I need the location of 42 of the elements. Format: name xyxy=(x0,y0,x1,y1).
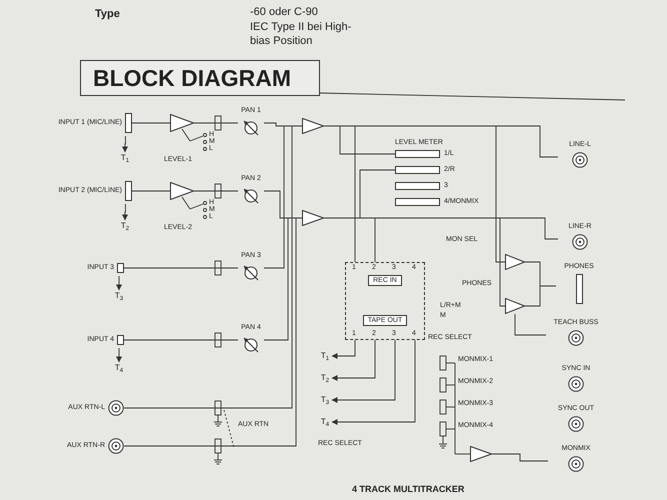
signal-arrow xyxy=(122,204,128,220)
level-meter-bar xyxy=(395,166,440,174)
signal-arrow xyxy=(332,340,376,381)
track-label: T$_{1}$ xyxy=(118,152,132,164)
signal-arrow xyxy=(332,340,416,425)
diagram-title: BLOCK DIAGRAM xyxy=(93,66,292,90)
track-label: T$_{3}$ xyxy=(318,394,332,406)
amplifier-symbol xyxy=(302,118,324,134)
track-label: T$_{2}$ xyxy=(318,372,332,384)
wire xyxy=(194,122,238,124)
amplifier-symbol xyxy=(505,254,525,270)
amplifier-symbol xyxy=(470,446,492,462)
wire xyxy=(132,190,170,192)
amplifier-symbol xyxy=(302,210,324,226)
level-meter-bar xyxy=(395,198,440,206)
level-meter-bar xyxy=(395,182,440,190)
signal-arrow xyxy=(116,348,122,362)
spec-text: -60 oder C-90 xyxy=(250,5,318,20)
diagram-caption: 4 TRACK MULTITRACKER xyxy=(352,483,464,496)
amplifier-symbol xyxy=(505,298,525,314)
signal-arrow xyxy=(332,340,356,359)
signal-arrow xyxy=(116,276,122,290)
track-label: T$_{2}$ xyxy=(118,220,132,232)
track-label: T$_{3}$ xyxy=(112,290,126,302)
wire xyxy=(194,190,238,192)
tape-circuit-block xyxy=(345,262,425,340)
wire xyxy=(492,454,548,462)
track-label: T$_{4}$ xyxy=(112,362,126,374)
level-meter-bar xyxy=(395,150,440,158)
wire xyxy=(132,122,170,124)
amplifier-symbol xyxy=(170,182,194,200)
wire xyxy=(324,218,506,306)
signal-arrow xyxy=(122,136,128,152)
spec-label: Type xyxy=(95,7,120,22)
track-label: T$_{1}$ xyxy=(318,350,332,362)
wire xyxy=(514,314,546,336)
wire xyxy=(324,126,506,262)
spec-text: IEC Type II bei High-bias Position xyxy=(250,20,352,48)
signal-arrow xyxy=(332,340,396,403)
track-label: T$_{4}$ xyxy=(318,416,332,428)
wire xyxy=(524,286,556,306)
amplifier-symbol xyxy=(170,114,194,132)
